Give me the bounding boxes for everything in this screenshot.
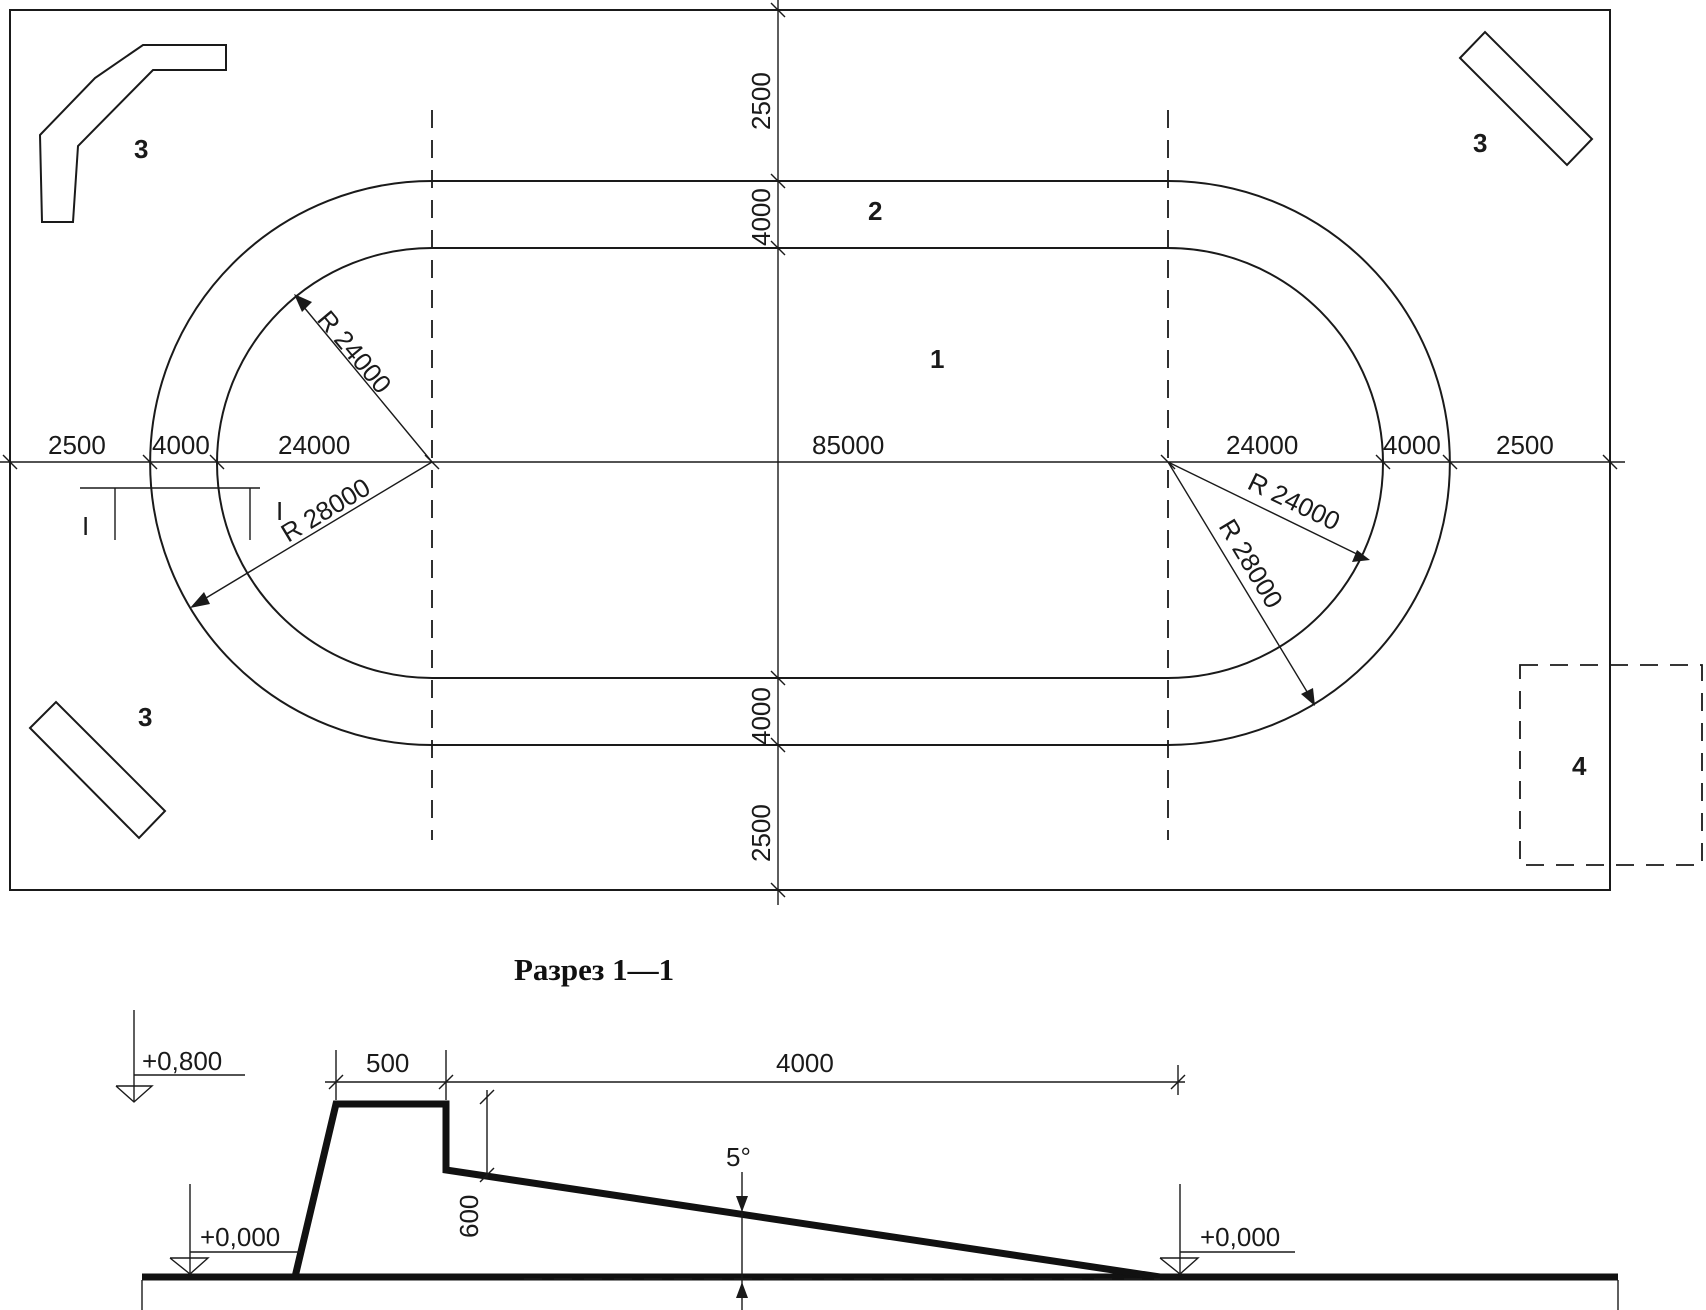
label-sector-bottom-left: 3	[138, 702, 152, 732]
dim-600-label: 600	[454, 1195, 484, 1238]
sector-top-left	[38, 44, 227, 223]
dim-right-radius-zone: 24000	[1226, 430, 1298, 460]
dim-4000-label: 4000	[776, 1048, 834, 1078]
dim-bottom-track: 4000	[746, 687, 776, 745]
arrow-left-inner	[294, 294, 312, 312]
arrow-left-outer	[190, 592, 210, 608]
level-left-label: +0,000	[200, 1222, 280, 1252]
radius-leader-left-outer	[195, 461, 433, 605]
label-sector-top-left: 3	[134, 134, 148, 164]
dim-left-radius-zone: 24000	[278, 430, 350, 460]
building-outline	[1519, 664, 1703, 866]
section-title: Разрез 1—1	[514, 952, 674, 987]
label-sector-top-right: 3	[1473, 128, 1487, 158]
label-field: 1	[930, 344, 944, 374]
sector-top-right	[1458, 30, 1594, 167]
tick-600-top	[479, 1089, 495, 1105]
dim-500-label: 500	[366, 1048, 409, 1078]
axis-ticks	[2, 2, 1618, 898]
level-top-label: +0,800	[142, 1046, 222, 1076]
angle-label: 5°	[726, 1142, 751, 1172]
radius-leader-left-inner	[297, 299, 433, 463]
dim-bottom-margin: 2500	[746, 804, 776, 862]
radius-label-left-inner: R 24000	[311, 305, 397, 400]
tick-500-left	[328, 1074, 344, 1090]
label-building: 4	[1572, 751, 1587, 781]
level-right-marker	[1159, 1257, 1200, 1275]
radius-label-left-outer: R 28000	[276, 472, 376, 548]
arrow-right-outer	[1301, 688, 1315, 706]
tick-600-bottom	[479, 1167, 495, 1183]
section-mark-right: I	[276, 496, 283, 526]
level-left-marker	[169, 1257, 210, 1275]
tick-4000-right	[1170, 1074, 1186, 1090]
tick-500-right	[438, 1074, 454, 1090]
site-boundary	[9, 9, 1611, 891]
dim-top-margin: 2500	[746, 72, 776, 130]
dim-left-margin: 2500	[48, 430, 106, 460]
label-track: 2	[868, 196, 882, 226]
angle-arrow-top	[736, 1196, 748, 1212]
radius-leader-right-outer	[1167, 461, 1313, 701]
plan-view: 1 2 3 3 3 4 2500 4000 24000 85000 24000 …	[0, 0, 1703, 905]
dim-left-track: 4000	[152, 430, 210, 460]
track-outer-edge	[149, 180, 1451, 746]
dim-top-track: 4000	[746, 188, 776, 246]
track-profile	[142, 1100, 1618, 1281]
angle-arrow-bottom	[736, 1282, 748, 1298]
dim-right-track: 4000	[1383, 430, 1441, 460]
dim-right-margin: 2500	[1496, 430, 1554, 460]
section-view: Разрез 1—1 +0,800 +0,000 +0,000 500 4000	[115, 952, 1619, 1310]
radius-leader-right-inner	[1167, 461, 1366, 559]
track-inner-edge	[216, 247, 1384, 679]
section-mark-left: I	[82, 511, 89, 541]
level-right-label: +0,000	[1200, 1222, 1280, 1252]
radius-label-right-inner: R 24000	[1243, 466, 1345, 536]
level-top-marker	[115, 1085, 154, 1103]
arrow-right-inner	[1352, 550, 1370, 562]
dim-straight: 85000	[812, 430, 884, 460]
sector-bottom-left	[28, 700, 167, 840]
